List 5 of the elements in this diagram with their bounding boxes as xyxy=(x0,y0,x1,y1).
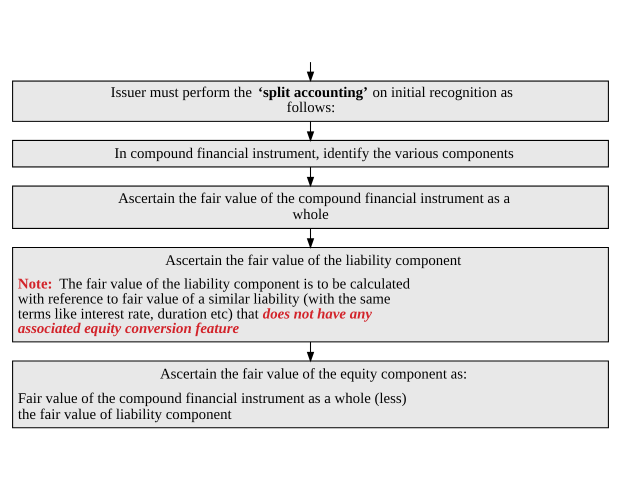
arrow xyxy=(306,121,314,142)
arrow xyxy=(306,341,314,362)
arrow xyxy=(306,166,314,187)
arrow xyxy=(306,228,314,248)
arrow xyxy=(306,62,314,82)
